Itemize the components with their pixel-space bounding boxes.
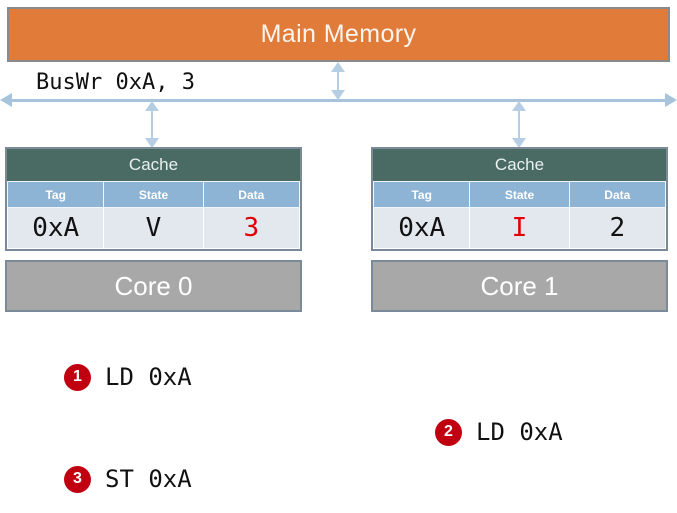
cache-col-state-0: State [103,181,204,208]
cache-col-tag-1: Tag [372,181,471,208]
bus-arrow-right-icon [665,93,677,107]
cache-col-tag-0: Tag [6,181,105,208]
bus-cache0-connector-icon [145,101,159,148]
cache-table-row-1: 0xA I 2 [372,207,667,249]
cache-col-data-1: Data [568,181,667,208]
memory-bus-connector-icon [331,62,345,100]
connector-arrow-down-icon [145,138,159,148]
step-item-1: 1 LD 0xA [64,363,192,391]
cache-table-row-0: 0xA V 3 [6,207,301,249]
cache-cell-data-1: 2 [568,207,667,249]
connector-arrow-up-icon [331,62,345,72]
cache-title-1: Cache [373,149,666,181]
cache-title-0: Cache [7,149,300,181]
connector-arrow-up-icon [145,101,159,111]
cache-cell-data-0: 3 [202,207,301,249]
step-badge-1: 1 [64,363,91,391]
step-text-1: LD 0xA [105,363,192,391]
connector-stem [518,107,520,142]
cache-cell-state-1: I [469,207,570,249]
bus-line [6,99,671,102]
core-block-1: Core 1 [371,260,668,312]
step-text-2: LD 0xA [476,418,563,446]
cache-cell-state-0: V [103,207,204,249]
cache-cell-tag-1: 0xA [372,207,471,249]
main-memory-block: Main Memory [7,7,670,62]
cache-block-1: Cache Tag State Data 0xA I 2 [371,147,668,251]
connector-stem [151,107,153,142]
main-memory-label: Main Memory [260,20,417,48]
cache-table-0: Tag State Data 0xA V 3 [6,181,301,249]
step-item-3: 3 ST 0xA [64,465,192,493]
step-badge-2: 2 [435,418,462,446]
step-text-3: ST 0xA [105,465,192,493]
core-block-0: Core 0 [5,260,302,312]
step-badge-3: 3 [64,465,91,493]
core-label-0: Core 0 [114,270,193,301]
cache-table-header-row-1: Tag State Data [372,181,667,208]
connector-arrow-down-icon [512,138,526,148]
core-label-1: Core 1 [480,270,559,301]
bus-transaction-label: BusWr 0xA, 3 [36,70,195,95]
connector-arrow-down-icon [331,90,345,100]
connector-stem [337,68,339,94]
connector-arrow-up-icon [512,101,526,111]
cache-col-state-1: State [469,181,570,208]
cache-col-data-0: Data [202,181,301,208]
bus-arrow-left-icon [0,93,12,107]
cache-table-header-row-0: Tag State Data [6,181,301,208]
cache-table-1: Tag State Data 0xA I 2 [372,181,667,249]
bus-cache1-connector-icon [512,101,526,148]
cache-cell-tag-0: 0xA [6,207,105,249]
step-item-2: 2 LD 0xA [435,418,563,446]
cache-block-0: Cache Tag State Data 0xA V 3 [5,147,302,251]
